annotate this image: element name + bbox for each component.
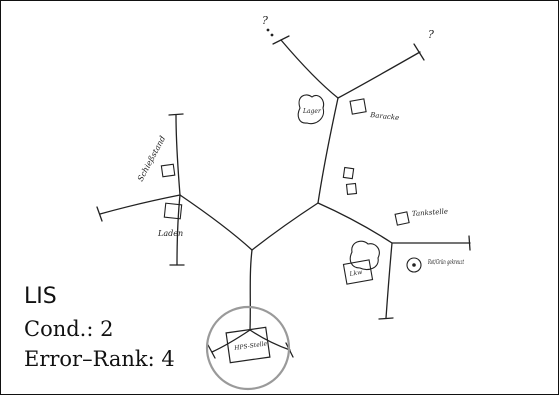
landmark-box-left [163, 202, 183, 220]
road-right-up [317, 97, 339, 204]
road-left-west [99, 194, 181, 215]
tick-bottom-left [207, 344, 216, 359]
caption-title: LIS [24, 284, 57, 309]
label-right-box: Tankstelle [412, 207, 449, 218]
tick-right-east [468, 235, 471, 251]
label-hps-box: HPS-Stelle [233, 340, 268, 352]
label-upper-box: Baracke [369, 111, 400, 122]
road-right-south [385, 242, 393, 319]
landmark-box-left-top [160, 163, 176, 178]
highlight-circle [205, 305, 291, 391]
landmark-circle-right [406, 257, 422, 273]
tick-left-west [96, 206, 103, 222]
road-bottom-left [211, 329, 251, 353]
road-trunk [249, 249, 253, 331]
tick-left-up [168, 113, 184, 116]
error-rank-value: 4 [161, 347, 175, 371]
label-upper-blob: Lager [302, 108, 322, 115]
label-unknown-top-right: ? [428, 28, 434, 41]
road-upper-left [280, 39, 339, 99]
landmark-blob-right [349, 240, 380, 271]
landmark-blob-upper [297, 94, 325, 125]
road-center-right [251, 202, 319, 251]
road-left-down [176, 194, 181, 266]
road-right-down [317, 202, 393, 244]
caption-condition: Cond.: 2 [24, 314, 175, 344]
road-bottom-right [249, 329, 291, 351]
road-center-left [179, 194, 253, 251]
landmark-box-lkw [342, 259, 374, 285]
road-left-up [175, 114, 181, 196]
caption-block: LIS Cond.: 2 Error–Rank: 4 [24, 286, 175, 374]
condition-value: 2 [100, 317, 114, 341]
landmark-box-upper [349, 98, 367, 115]
error-rank-label: Error–Rank: [24, 347, 155, 371]
tick-right-south [378, 317, 394, 320]
label-right-blob: Lkw [348, 269, 364, 278]
caption-error-rank: Error–Rank: 4 [24, 344, 175, 374]
label-unknown-top-left: ? [262, 14, 268, 27]
landmark-box-mid-b [345, 182, 358, 195]
road-upper-right [337, 51, 421, 99]
tick-top-right [413, 43, 425, 61]
label-left-box: Laden [157, 229, 183, 238]
label-right-circle: Rot/Grün gekreuzt [427, 259, 464, 266]
landmark-box-mid-a [342, 166, 355, 180]
landmark-box-right [394, 211, 410, 226]
landmark-box-hps [225, 326, 271, 364]
tick-top-left [272, 35, 290, 45]
condition-label: Cond.: [24, 317, 94, 341]
